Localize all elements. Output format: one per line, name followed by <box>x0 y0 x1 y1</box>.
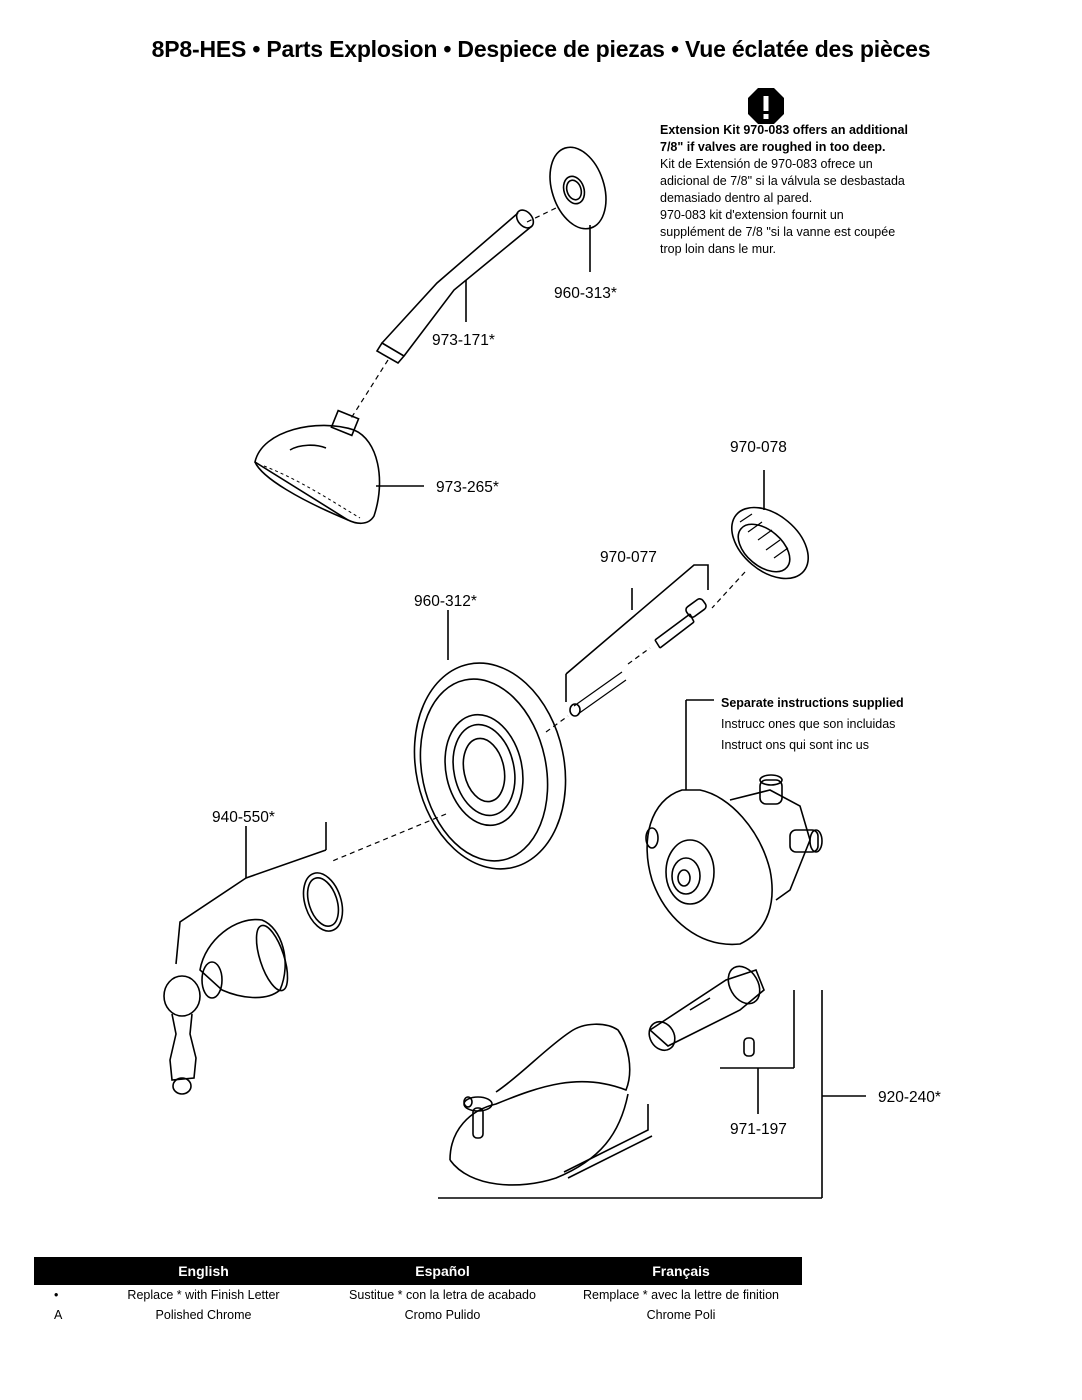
legend-cell-fr: Remplace * avec la lettre de finition <box>583 1288 779 1302</box>
screws-part <box>565 564 709 717</box>
legend-row: • Replace * with Finish Letter Sustitue … <box>34 1285 802 1305</box>
extension-kit-note: Extension Kit 970-083 offers an addition… <box>660 122 910 258</box>
extension-note-en: Extension Kit 970-083 offers an addition… <box>660 123 908 154</box>
legend-header-espanol: Español <box>415 1263 470 1279</box>
valve-instructions-note: Separate instructions supplied Instrucc … <box>721 693 941 756</box>
legend-header-english: English <box>178 1263 229 1279</box>
label-nut: 970-078 <box>730 439 787 456</box>
valve-note-en: Separate instructions supplied <box>721 696 904 710</box>
legend-cell-es: Sustitue * con la letra de acabado <box>349 1288 536 1302</box>
legend-key: A <box>54 1308 63 1322</box>
legend-cell-en: Replace * with Finish Letter <box>127 1288 280 1302</box>
escutcheon-part <box>413 610 567 870</box>
tub-spout-part <box>449 1023 653 1186</box>
legend-key: • <box>54 1288 59 1302</box>
legend-header-francais: Français <box>652 1263 710 1279</box>
label-tub-spout-kit: 920-240* <box>878 1089 941 1106</box>
nut-part <box>730 470 810 580</box>
legend-row: A Polished Chrome Cromo Pulido Chrome Po… <box>34 1305 802 1325</box>
label-screws: 970-077 <box>600 549 657 566</box>
legend-cell-en: Polished Chrome <box>155 1308 252 1322</box>
extension-note-es: Kit de Extensión de 970-083 ofrece un ad… <box>660 157 905 205</box>
label-flange: 960-313* <box>554 285 617 302</box>
valve-note-fr: Instruct ons qui sont inc us <box>721 738 869 752</box>
flange-part <box>549 146 607 272</box>
label-shower-arm: 973-171* <box>432 332 495 349</box>
valve-note-es: Instrucc ones que son incluidas <box>721 717 896 731</box>
page-title: 8P8-HES • Parts Explosion • Despiece de … <box>151 36 931 62</box>
label-escutcheon: 960-312* <box>414 593 477 610</box>
label-handle: 940-550* <box>212 809 275 826</box>
extension-note-fr: 970-083 kit d'extension fournit un suppl… <box>660 208 896 256</box>
label-set-screw: 971-197 <box>730 1121 787 1138</box>
handle-part <box>163 822 344 1095</box>
legend-cell-fr: Chrome Poli <box>646 1308 716 1322</box>
valve-body-part <box>645 699 823 946</box>
finish-legend-table: English Español Français • Replace * wit… <box>34 1257 802 1325</box>
legend-header-row: English Español Français <box>34 1257 802 1285</box>
shower-head-part <box>254 409 424 525</box>
shower-arm-part <box>375 209 535 365</box>
cartridge-part <box>648 965 765 1057</box>
exclamation-octagon-icon <box>748 88 784 124</box>
label-shower-head: 973-265* <box>436 479 499 496</box>
legend-cell-es: Cromo Pulido <box>404 1308 481 1322</box>
